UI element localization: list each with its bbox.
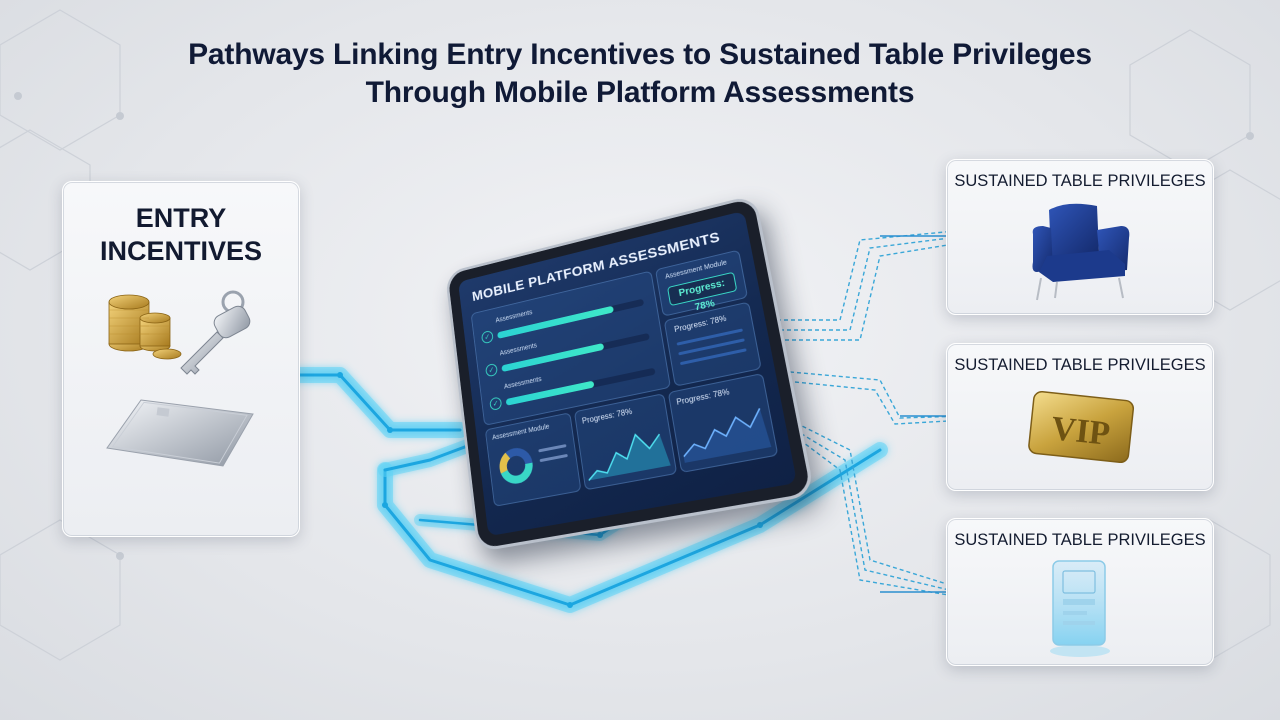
gold-coins-icon — [108, 294, 182, 360]
task-label: Assessments — [495, 309, 533, 325]
check-icon: ✓ — [485, 362, 498, 378]
progress-text: Progress: 78% — [673, 313, 728, 335]
tablet-screen: MOBILE PLATFORM ASSESSMENTS Assessments … — [458, 210, 798, 537]
entry-incentives-title: ENTRY INCENTIVES — [99, 203, 263, 266]
privilege-label: SUSTAINED TABLE PRIVILEGES — [954, 356, 1206, 374]
vip-card-icon: VIP — [1028, 390, 1135, 464]
task-label: Assessments — [499, 342, 538, 358]
module-chart-tile: Assessment Module — [484, 412, 582, 507]
vip-badge-text: VIP — [1050, 410, 1112, 453]
task-progress-bar — [501, 332, 650, 373]
tablet-to-privilege-lines — [770, 229, 967, 599]
module-label: Assessment Module — [491, 423, 550, 442]
area-chart-tile-a: Progress: 78% — [573, 393, 678, 491]
check-icon: ✓ — [480, 329, 494, 345]
privilege-panel-seating: SUSTAINED TABLE PRIVILEGES — [946, 159, 1214, 315]
privilege-label: SUSTAINED TABLE PRIVILEGES — [954, 172, 1206, 190]
line-chart-icon — [677, 399, 772, 463]
progress-bars-tile: Progress: 78% — [663, 301, 762, 387]
task-progress-fill — [497, 305, 614, 339]
tablet-device: MOBILE PLATFORM ASSESSMENTS Assessments … — [444, 194, 816, 553]
donut-chart-icon — [496, 443, 537, 489]
diagram-title: Pathways Linking Entry Incentives to Sus… — [0, 36, 1280, 112]
title-line-1: Pathways Linking Entry Incentives to Sus… — [188, 38, 1092, 71]
holographic-card-icon — [1050, 560, 1110, 657]
task-label: Assessments — [503, 376, 542, 391]
key-card-icon — [106, 399, 254, 467]
area-chart-icon — [582, 419, 671, 485]
armchair-icon — [1032, 203, 1130, 301]
key-icon — [180, 290, 251, 375]
entry-incentives-panel: ENTRY INCENTIVES — [62, 181, 300, 537]
privilege-panel-pass: SUSTAINED TABLE PRIVILEGES — [946, 518, 1214, 666]
title-line-2: Through Mobile Platform Assessments — [365, 76, 915, 109]
privilege-label: SUSTAINED TABLE PRIVILEGES — [954, 531, 1206, 549]
check-icon: ✓ — [489, 396, 503, 411]
area-chart-tile-b: Progress: 78% — [667, 372, 779, 474]
privilege-panel-vip: SUSTAINED TABLE PRIVILEGES VIP — [946, 343, 1214, 491]
progress-text: Progress: 78% — [581, 406, 633, 426]
progress-text: Progress: 78% — [675, 387, 731, 407]
